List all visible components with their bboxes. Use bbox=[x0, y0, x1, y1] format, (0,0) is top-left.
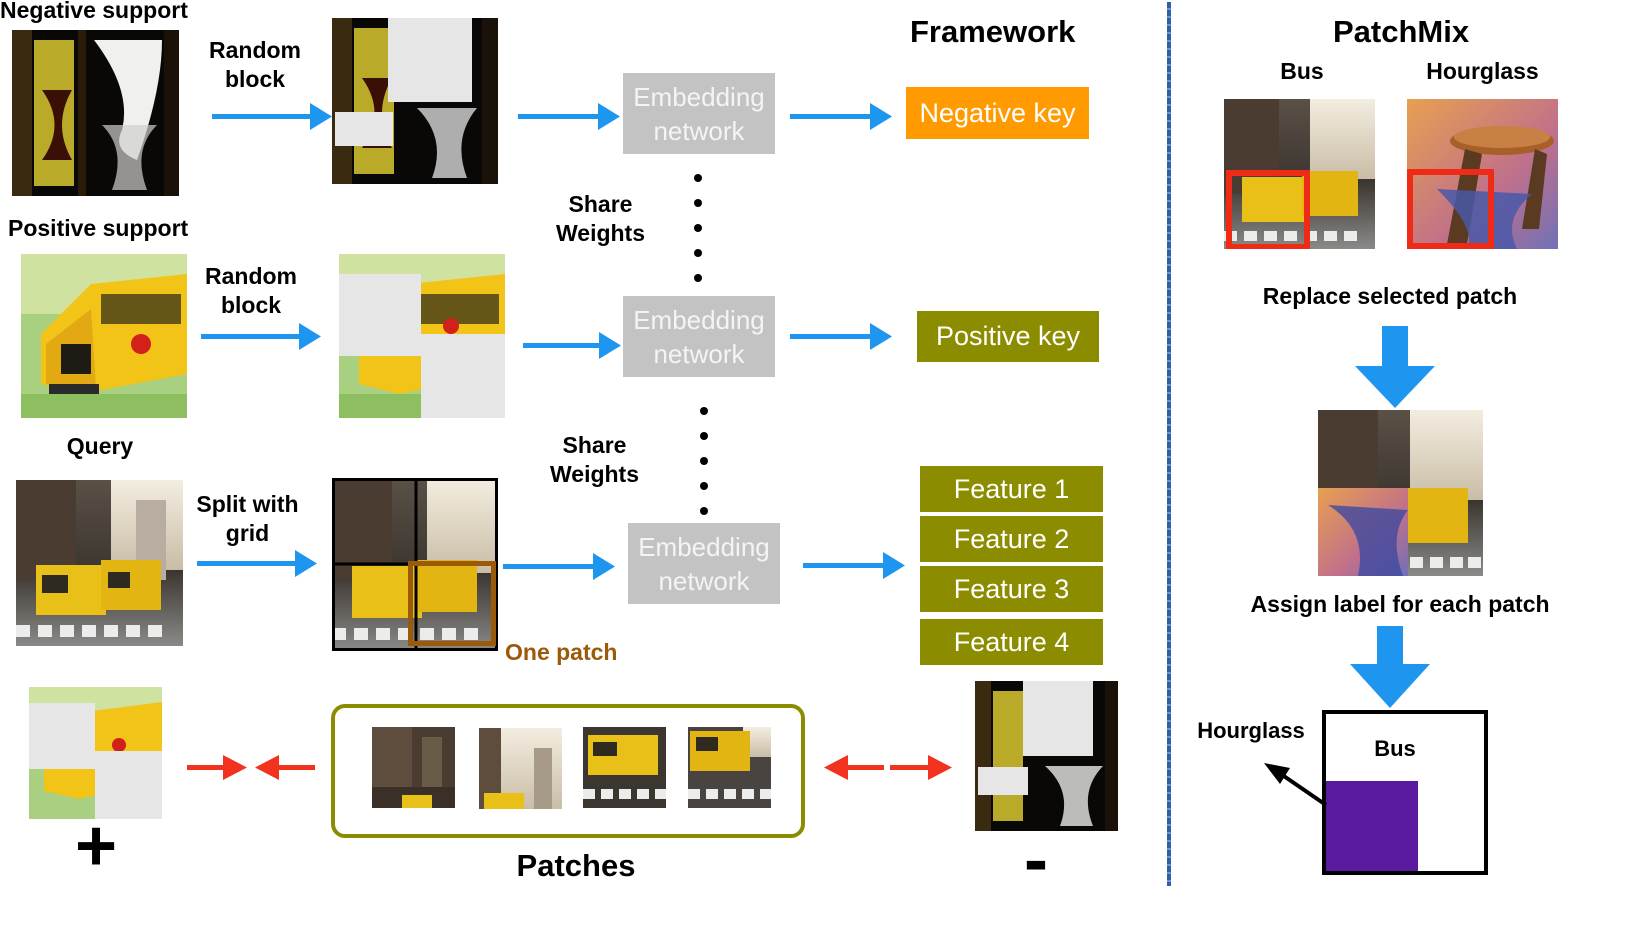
arrow-to-embed-1 bbox=[518, 114, 600, 119]
split-with-grid-label: Split with grid bbox=[196, 491, 299, 546]
arrow-to-pos-key bbox=[790, 334, 872, 339]
one-patch-highlight bbox=[408, 561, 496, 646]
output-bus-label: Bus bbox=[1374, 736, 1416, 761]
patches-container bbox=[331, 704, 805, 838]
negative-support-image bbox=[12, 30, 179, 196]
arrow-red-pos-1 bbox=[187, 765, 225, 770]
patchmix-bus-image bbox=[1224, 99, 1375, 249]
patchmix-title: PatchMix bbox=[1333, 14, 1470, 49]
framework-title: Framework bbox=[910, 14, 1076, 49]
arrow-red-neg-1 bbox=[846, 765, 884, 770]
positive-key: Positive key bbox=[917, 311, 1099, 362]
share-weights-label-2: Share Weights bbox=[549, 432, 640, 487]
section-divider bbox=[1167, 2, 1171, 886]
feature-1: Feature 1 bbox=[920, 466, 1103, 512]
arrow-to-features bbox=[803, 563, 885, 568]
patches-label: Patches bbox=[516, 848, 636, 883]
embedding-network-3: Embedding network bbox=[628, 523, 780, 604]
plus-sign: + bbox=[74, 806, 118, 886]
patch-4 bbox=[688, 727, 771, 808]
arrow-to-neg-key bbox=[790, 114, 872, 119]
patchmix-hourglass-image bbox=[1407, 99, 1558, 249]
embedding-network-1: Embedding network bbox=[623, 73, 775, 154]
arrow-random-block-2 bbox=[201, 334, 301, 339]
feature-3: Feature 3 bbox=[920, 566, 1103, 612]
hourglass-label-region bbox=[1326, 781, 1418, 871]
negative-key: Negative key bbox=[906, 87, 1089, 139]
positive-masked-image bbox=[339, 254, 505, 418]
positive-support-label: Positive support bbox=[8, 215, 189, 241]
arrow-split-grid bbox=[197, 561, 297, 566]
embedding-network-2: Embedding network bbox=[623, 296, 775, 377]
positive-support-image bbox=[21, 254, 187, 418]
arrow-random-block-1 bbox=[212, 114, 312, 119]
feature-4: Feature 4 bbox=[920, 619, 1103, 665]
replace-patch-label: Replace selected patch bbox=[1262, 283, 1518, 309]
patchmix-bus-label: Bus bbox=[1280, 58, 1324, 84]
negative-masked-image bbox=[332, 18, 498, 184]
query-image bbox=[16, 480, 183, 646]
arrow-red-pos-2 bbox=[277, 765, 315, 770]
positive-masked-thumb bbox=[29, 687, 162, 819]
one-patch-label: One patch bbox=[505, 639, 618, 665]
negative-support-label: Negative support bbox=[0, 0, 188, 23]
arrow-to-hourglass-label bbox=[1276, 770, 1328, 807]
query-label: Query bbox=[66, 433, 134, 459]
share-weights-label-1: Share Weights bbox=[555, 191, 646, 246]
arrow-to-embed-3 bbox=[503, 564, 595, 569]
patchmix-mixed-image bbox=[1318, 410, 1483, 576]
patchmix-hourglass-label: Hourglass bbox=[1426, 58, 1539, 84]
negative-masked-thumb bbox=[975, 681, 1118, 831]
arrow-patchmix-1 bbox=[1382, 326, 1408, 368]
arrow-to-embed-2 bbox=[523, 343, 601, 348]
arrow-red-neg-2 bbox=[890, 765, 930, 770]
patch-3 bbox=[583, 727, 666, 808]
minus-sign: - bbox=[1024, 820, 1048, 900]
random-block-label-1: Random block bbox=[209, 37, 301, 92]
feature-2: Feature 2 bbox=[920, 516, 1103, 562]
output-hourglass-label: Hourglass bbox=[1197, 718, 1305, 743]
patch-2 bbox=[479, 728, 562, 809]
assign-label-label: Assign label for each patch bbox=[1250, 591, 1550, 617]
random-block-label-2: Random block bbox=[205, 263, 297, 318]
patch-1 bbox=[372, 727, 455, 808]
arrow-patchmix-2 bbox=[1377, 626, 1403, 666]
